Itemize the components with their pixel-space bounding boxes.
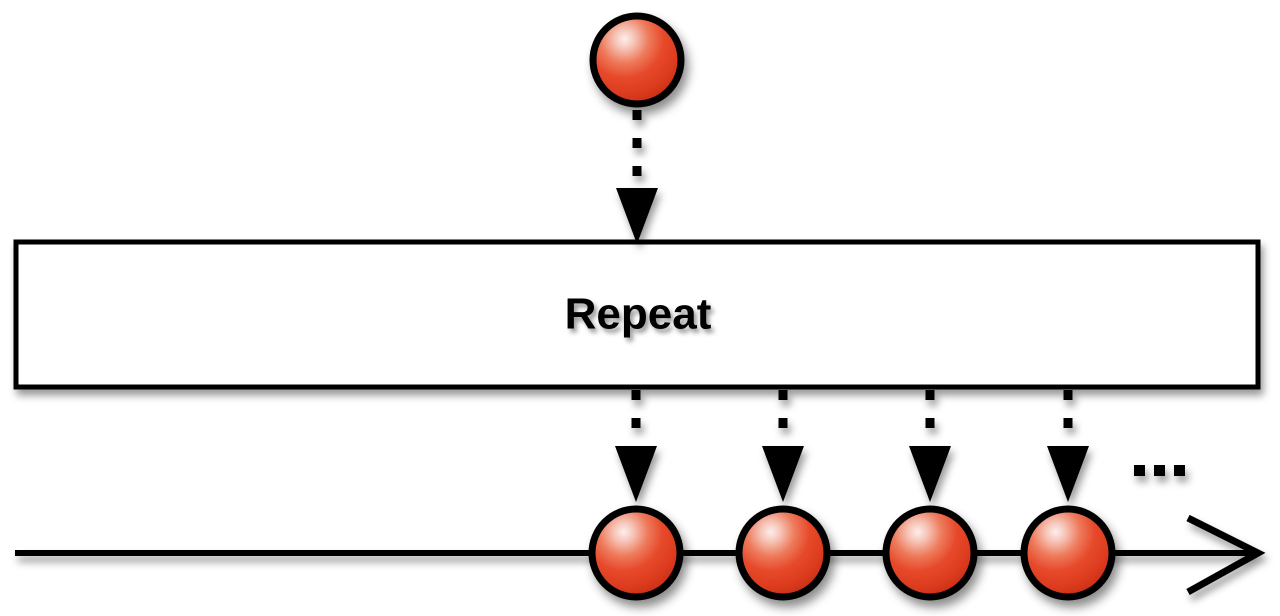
ellipsis-dots <box>1134 465 1185 476</box>
box-to-instance-arrow-3 <box>909 390 951 502</box>
instance-sphere-4[interactable] <box>1020 505 1116 601</box>
instance-sphere-1[interactable] <box>588 505 684 601</box>
ellipsis-dot-2 <box>1154 465 1165 476</box>
box-to-instance-2-arrowhead <box>762 446 804 502</box>
instance-sphere-1-body[interactable] <box>588 505 684 601</box>
instance-sphere-2[interactable] <box>735 505 831 601</box>
source-to-box-arrowhead <box>616 188 658 244</box>
timeline-arrowhead <box>1186 514 1266 596</box>
repeat-box-rect[interactable] <box>13 239 1261 390</box>
repeat-box[interactable] <box>13 239 1261 390</box>
instance-sphere-3[interactable] <box>882 505 978 601</box>
box-to-instance-arrow-1 <box>615 390 657 502</box>
box-to-instance-arrow-2 <box>762 390 804 502</box>
box-to-instance-4-arrowhead <box>1047 446 1089 502</box>
ellipsis-dot-1 <box>1134 465 1145 476</box>
box-to-instance-3-arrowhead <box>909 446 951 502</box>
box-to-instance-1-arrowhead <box>615 446 657 502</box>
source-to-box-arrow <box>616 110 658 244</box>
instance-sphere-4-body[interactable] <box>1020 505 1116 601</box>
ellipsis-dot-3 <box>1174 465 1185 476</box>
source-sphere[interactable] <box>589 12 685 108</box>
repeat-box-label: Repeat <box>565 290 712 339</box>
instance-sphere-3-body[interactable] <box>882 505 978 601</box>
instance-sphere-2-body[interactable] <box>735 505 831 601</box>
box-to-instance-arrow-4 <box>1047 390 1089 502</box>
source-sphere-body[interactable] <box>589 12 685 108</box>
